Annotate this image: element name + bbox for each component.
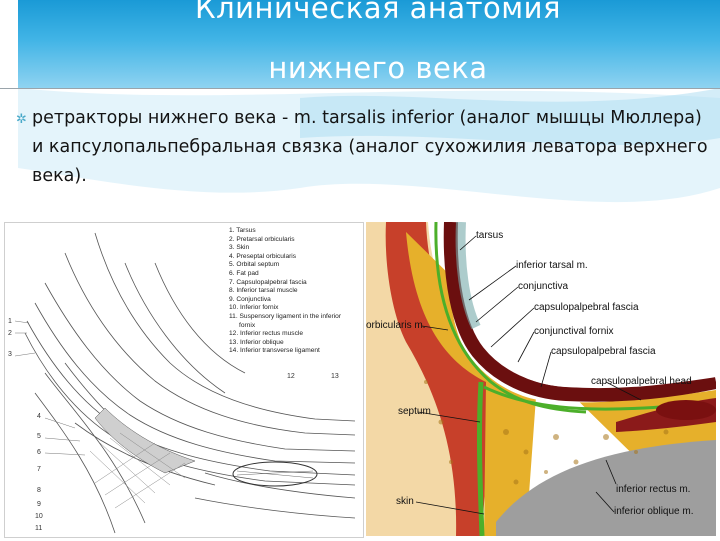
legend-item: 4. Preseptal orbicularis [229,252,297,260]
legend-item: 8. Inferior tarsal muscle [229,287,298,295]
label-capsulopalpebral-fascia-2: capsulopalpebral fascia [551,346,656,357]
lower-eyelid-colour-drawing [366,221,718,537]
figure-number: 9 [37,501,41,508]
figure-number: 12 [287,373,295,380]
legend-item: 10. Inferior fornix [229,304,279,312]
legend-item: fornix [239,321,256,329]
legend-item: 14. Inferior transverse ligament [229,347,320,355]
title-line-1: Клиническая анатомия [195,0,561,25]
title-banner: Клиническая анатомия нижнего века [18,0,720,88]
legend-item: 2. Pretarsal orbicularis [229,235,295,243]
legend-item: 11. Suspensory ligament in the inferior [229,312,342,320]
legend-item: 13. Inferior oblique [229,338,284,346]
label-capsulopalpebral-head: capsulopalpebral head [591,376,692,387]
wave-background [18,88,720,203]
figure-number: 10 [35,513,43,520]
figure-number: 4 [37,413,41,420]
label-orbicularis-muscle: orbicularis m. [366,320,426,331]
figure-number: 8 [37,487,41,494]
figure-number: 2 [8,330,12,337]
figure-number: 3 [8,351,12,358]
legend-item: 9. Conjunctiva [229,295,271,303]
label-inferior-rectus: inferior rectus m. [616,484,691,495]
label-septum: septum [398,406,431,417]
label-tarsus: tarsus [476,230,504,241]
label-conjunctiva: conjunctiva [518,281,569,292]
figure-number: 6 [37,449,41,456]
figure-number: 1 [8,318,12,325]
legend-item: 5. Orbital septum [229,261,280,269]
legend-item: 7. Capsulopalpebral fascia [229,278,307,286]
label-inferior-tarsal-muscle: inferior tarsal m. [516,260,588,271]
left-figure-legend: 1. Tarsus 2. Pretarsal orbicularis 3. Sk… [229,227,341,356]
figure-number: 13 [331,373,339,380]
star-bullet-icon: ✲ [16,112,27,127]
lower-eyelid-line-diagram: 1. Tarsus 2. Pretarsal orbicularis 3. Sk… [4,222,364,538]
figure-number: 5 [37,433,41,440]
legend-item: 3. Skin [229,244,250,252]
header-divider [0,88,720,89]
label-conjunctival-fornix: conjunctival fornix [534,326,614,337]
figure-number: 11 [35,525,43,532]
title-line-2: нижнего века [268,51,488,85]
bullet-text: ретракторы нижнего века - m. tarsalis in… [32,108,708,186]
label-skin: skin [396,496,414,507]
label-inferior-oblique: inferior oblique m. [614,506,694,517]
lower-eyelid-colour-diagram: tarsus inferior tarsal m. conjunctiva ca… [366,221,718,537]
label-capsulopalpebral-fascia-1: capsulopalpebral fascia [534,302,639,313]
figure-number: 7 [37,466,41,473]
legend-item: 1. Tarsus [229,227,256,234]
lower-eyelid-line-drawing [14,232,356,534]
legend-item: 6. Fat pad [229,269,259,277]
legend-item: 12. Inferior rectus muscle [229,330,304,338]
